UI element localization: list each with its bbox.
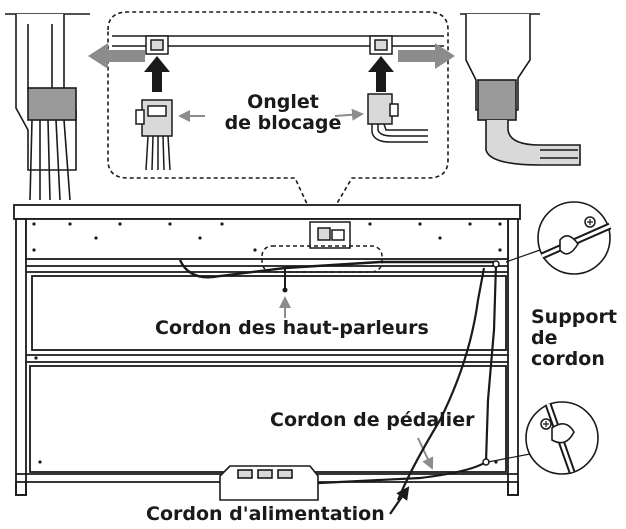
left-connector-detail [5,13,90,201]
cord-support-label-line3: cordon [531,347,605,370]
power-cord-label: Cordon d'alimentation [146,503,385,525]
power-cord-pointer [389,486,410,515]
locking-tab-label-line2: de blocage [224,111,342,134]
right-connector-detail [460,13,581,166]
insert-arrow-left [144,56,170,92]
socket-left [145,35,169,55]
plug-left [135,99,173,171]
cord-support-label: Support de cordon [531,307,617,370]
panel-screws [32,222,502,464]
pedal-box [219,465,319,501]
pedal-cord-label: Cordon de pédalier [270,409,475,431]
pedal-cord [267,263,498,488]
power-cord [396,267,486,501]
locking-tab-label: Onglet de blocage [208,92,358,134]
jack-panel [309,221,351,249]
cord-support-label-line1: Support [531,306,617,328]
zoom-callout-frame [107,11,449,234]
connector-highlight [261,245,383,273]
speaker-cord [178,259,496,279]
insert-arrow-right [368,56,394,92]
socket-right [369,35,393,55]
pull-arrow-left [88,43,145,69]
piano-cabinet [13,204,521,496]
speaker-cord-label: Cordon des haut-parleurs [155,317,429,339]
locking-tab-label-line1: Onglet [247,91,319,113]
cord-support-detail-bottom [487,401,599,475]
cord-support-label-line2: de [531,326,558,349]
pedal-cord-pointer [417,437,434,470]
cord-support-detail-top [505,201,612,275]
pull-arrow-right [398,43,455,69]
lock-pointer-right [334,108,364,121]
plug-right [367,93,428,143]
